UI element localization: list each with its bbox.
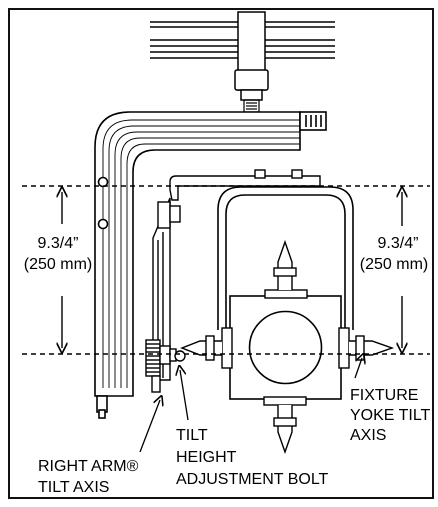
right-arm-bracket (94, 111, 327, 419)
left-dim-metric: (250 mm) (24, 256, 92, 273)
fixture-yoke-label-2: YOKE TILT (350, 407, 431, 424)
fixture-yoke (217, 186, 354, 330)
right-arm-label-2: TILT AXIS (38, 479, 109, 496)
diagram-frame (8, 8, 434, 499)
clamp-bolt (243, 99, 260, 113)
pipe-clamp (234, 11, 269, 101)
tilt-plate (152, 169, 321, 381)
tilt-height-label-3: ADJUSTMENT BOLT (176, 471, 329, 488)
tilt-height-label-2: HEIGHT (176, 449, 237, 466)
tilt-height-label-1: TILT (176, 427, 208, 444)
tilt-axis-bolt (145, 339, 186, 393)
right-dim-metric: (250 mm) (360, 256, 428, 273)
right-arm-label-1: RIGHT ARM® (38, 458, 139, 475)
left-dim-imperial: 9.3/4” (38, 235, 79, 252)
fixture-body (229, 295, 342, 400)
leader-lines (139, 358, 362, 453)
annotation-labels: 9.3/4” (250 mm) 9.3/4” (250 mm) FIXTURE … (24, 235, 431, 496)
dimension-lines (22, 185, 430, 355)
right-dim-imperial: 9.3/4” (378, 235, 419, 252)
fixture-yoke-label-1: FIXTURE (350, 387, 418, 404)
fixture-yoke-label-3: AXIS (350, 427, 386, 444)
